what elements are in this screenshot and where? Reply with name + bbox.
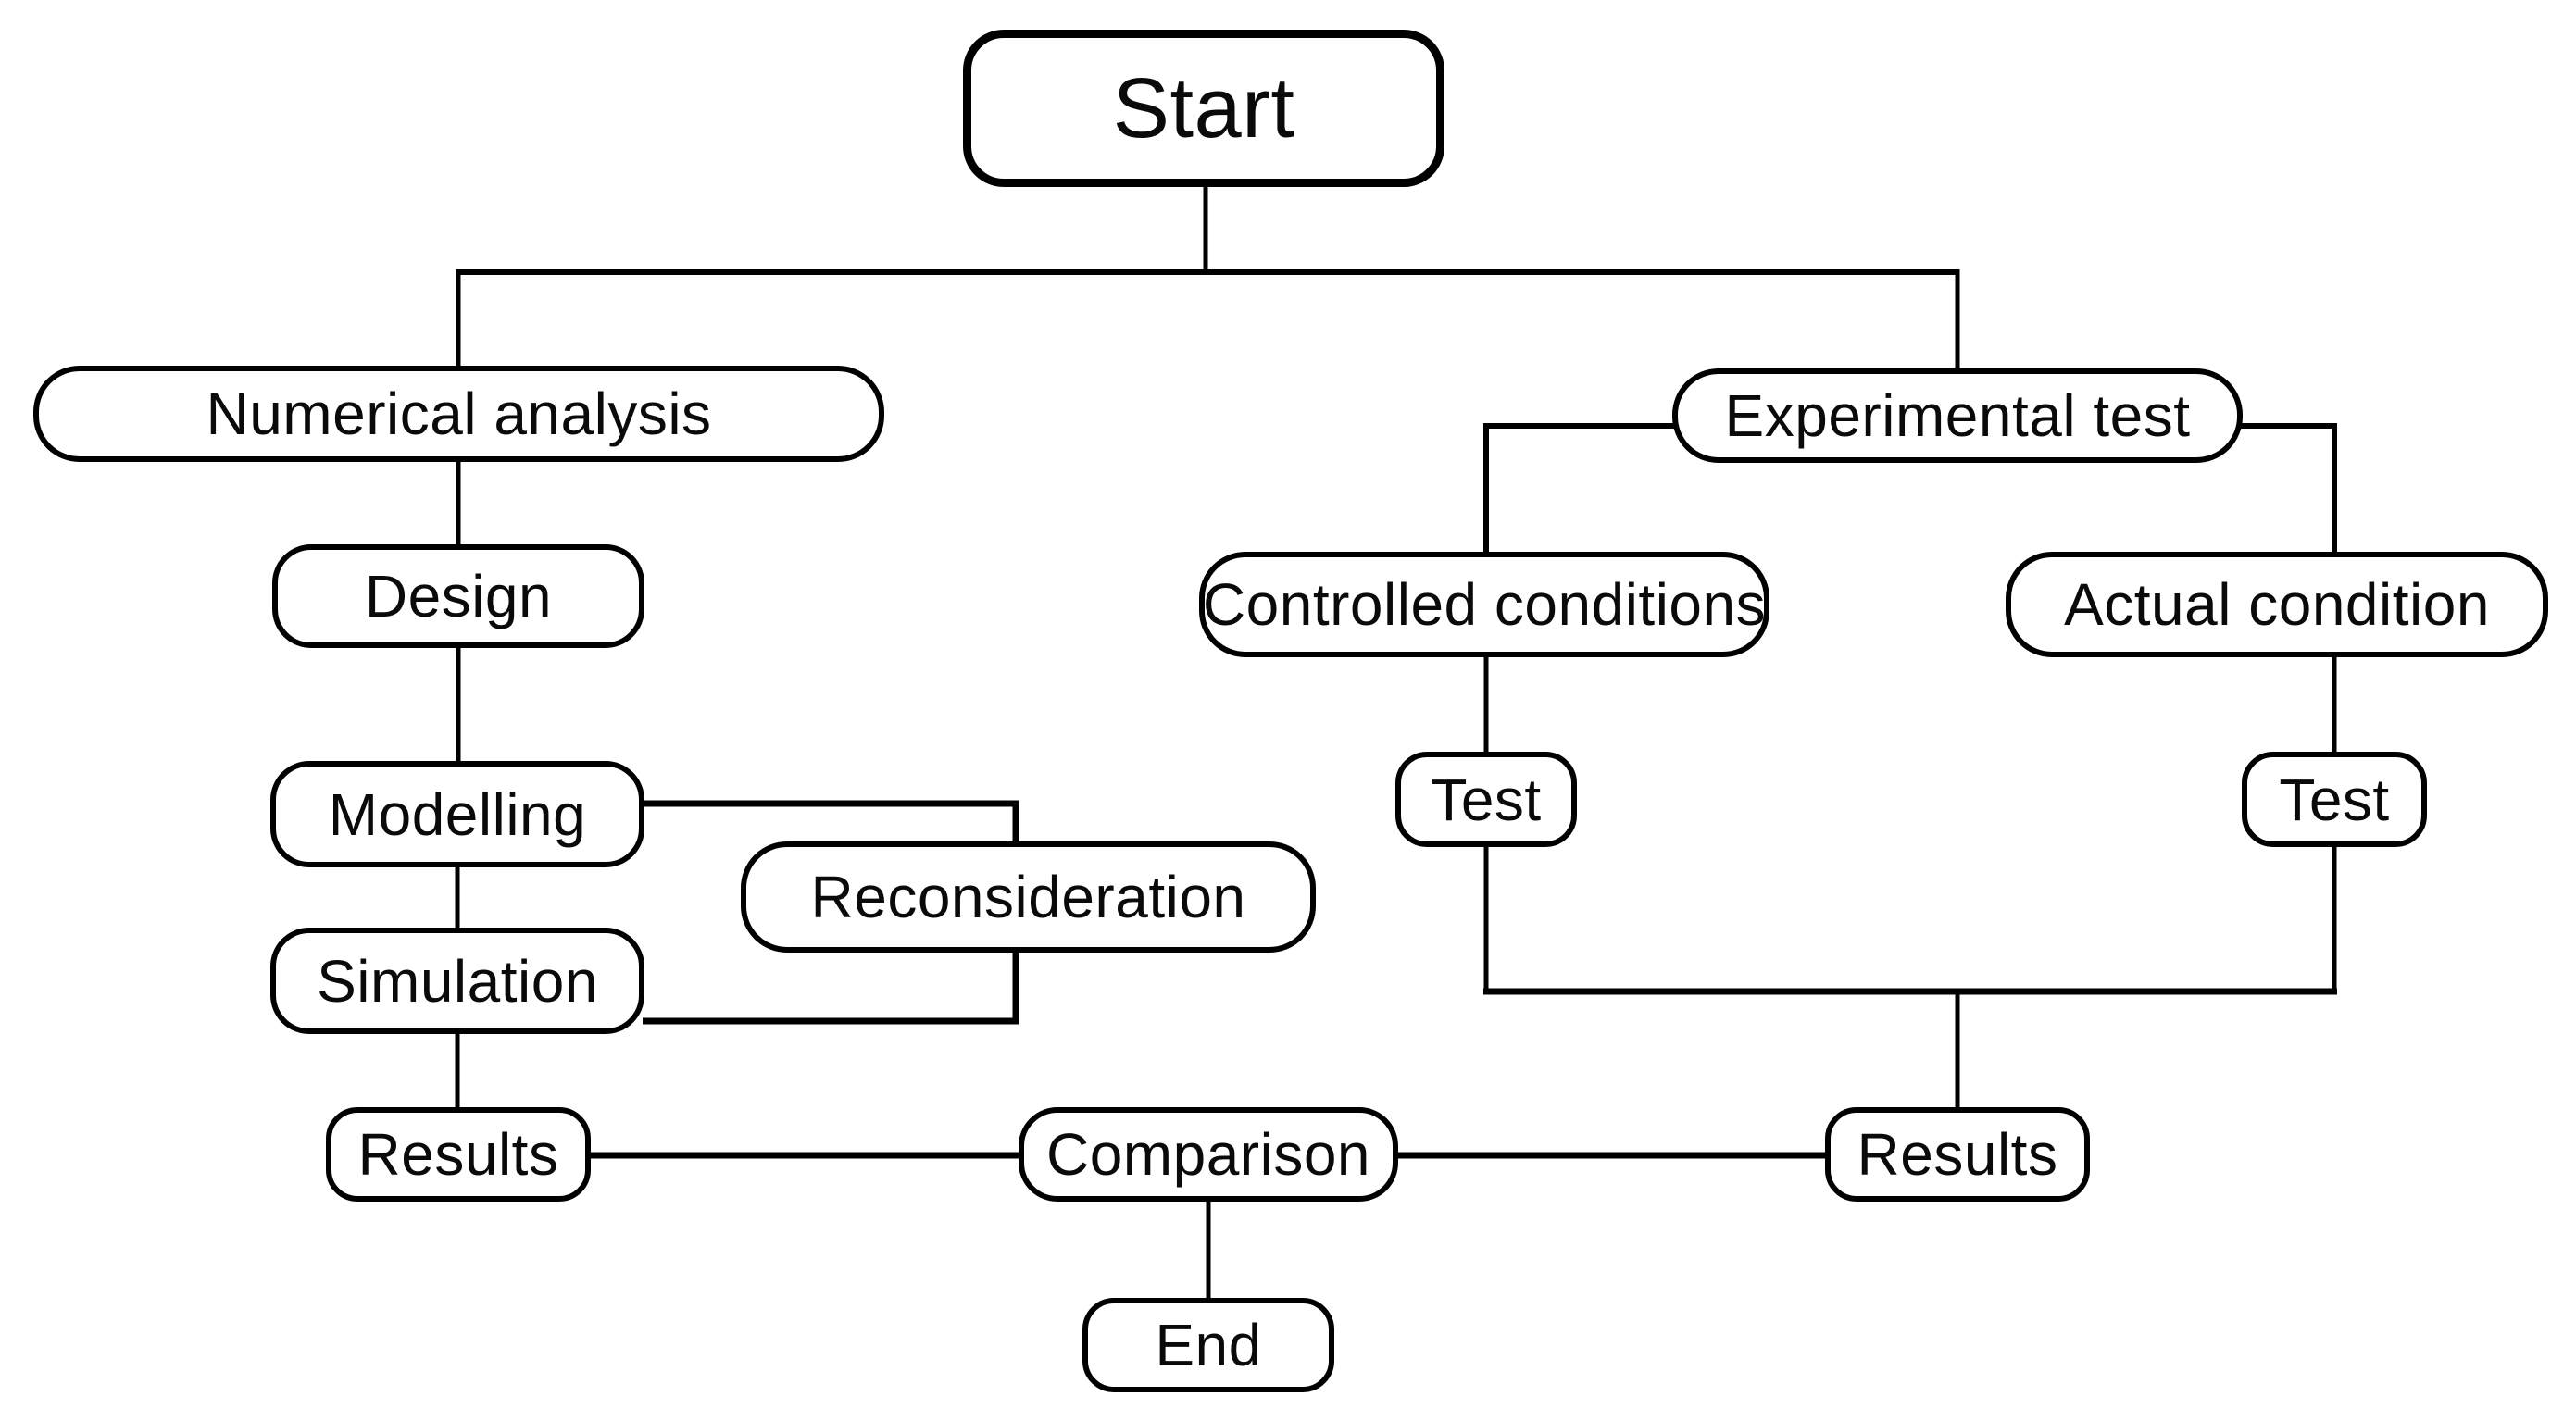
node-design-label: Design (364, 563, 553, 629)
node-design: Design (272, 544, 644, 648)
node-comparison: Comparison (1019, 1107, 1398, 1202)
node-test-actual-label: Test (2279, 766, 2390, 833)
node-simulation: Simulation (270, 928, 644, 1034)
node-comparison-label: Comparison (1045, 1121, 1371, 1188)
node-numerical-analysis: Numerical analysis (33, 366, 884, 462)
node-controlled-conditions-label: Controlled conditions (1202, 571, 1767, 638)
node-results-numerical-label: Results (357, 1121, 559, 1188)
node-modelling: Modelling (270, 761, 644, 867)
node-results-experimental-label: Results (1857, 1121, 2058, 1188)
node-modelling-label: Modelling (328, 780, 587, 848)
node-experimental-test-label: Experimental test (1724, 382, 2191, 449)
node-start-label: Start (1112, 61, 1295, 156)
node-reconsideration-label: Reconsideration (810, 864, 1246, 930)
edge-experimental-to-actual (2241, 423, 2337, 554)
edge-modelling-to-reconsideration (643, 800, 1019, 844)
node-reconsideration: Reconsideration (741, 841, 1316, 953)
node-start: Start (963, 30, 1444, 187)
node-numerical-analysis-label: Numerical analysis (206, 380, 712, 447)
node-experimental-test: Experimental test (1672, 368, 2243, 463)
node-controlled-conditions: Controlled conditions (1199, 552, 1769, 657)
edge-reconsideration-to-simulation (643, 950, 1019, 1025)
node-results-numerical: Results (326, 1107, 591, 1202)
node-test-controlled: Test (1395, 752, 1577, 847)
node-simulation-label: Simulation (317, 947, 598, 1015)
node-test-actual: Test (2242, 752, 2427, 847)
edge-experimental-to-controlled (1483, 423, 1674, 554)
node-end: End (1082, 1298, 1334, 1392)
node-results-experimental: Results (1825, 1107, 2090, 1202)
node-actual-condition: Actual condition (2006, 552, 2548, 657)
node-test-controlled-label: Test (1431, 766, 1542, 833)
node-actual-condition-label: Actual condition (2064, 571, 2490, 638)
node-end-label: End (1155, 1312, 1262, 1378)
